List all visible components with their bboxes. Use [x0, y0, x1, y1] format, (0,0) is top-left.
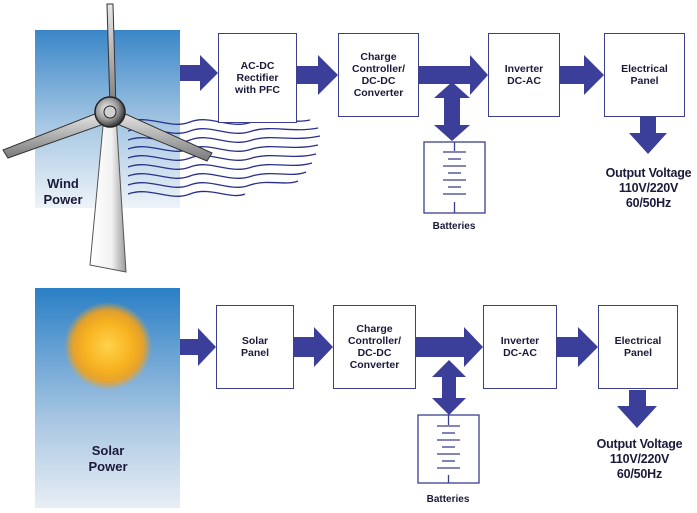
rectifier-box: AC-DC Rectifier with PFC: [218, 33, 297, 123]
output-voltage-label-wind: Output Voltage 110V/220V 60/50Hz: [605, 166, 692, 210]
electrical-panel-box-solar: Electrical Panel: [598, 305, 678, 389]
arrow-panel-to-charge: [294, 327, 333, 367]
arrow-battery-bidirectional: [434, 82, 470, 141]
arrow-panel-to-output: [629, 117, 667, 154]
arrow-battery-bidirectional-solar: [432, 360, 466, 415]
arrow-solar-to-panel: [180, 328, 216, 366]
inverter-box-wind: Inverter DC-AC: [488, 33, 560, 117]
solar-row-arrows: [180, 327, 657, 428]
inverter-box-solar: Inverter DC-AC: [483, 305, 557, 389]
arrow-inverter-to-panel-solar: [557, 327, 598, 367]
output-voltage-label-solar: Output Voltage 110V/220V 60/50Hz: [596, 437, 683, 481]
battery-icon-solar: [417, 414, 480, 484]
arrow-inverter-to-panel: [560, 55, 604, 95]
arrow-charge-to-inverter-solar: [416, 327, 483, 367]
solar-power-label: Solar Power: [88, 443, 128, 474]
arrow-wind-to-rectifier: [180, 55, 218, 91]
wind-row-arrows: [180, 55, 667, 154]
charge-controller-box-solar: Charge Controller/ DC-DC Converter: [333, 305, 416, 389]
wind-power-label: Wind Power: [43, 176, 83, 207]
arrow-rectifier-to-charge: [297, 55, 338, 95]
sun-icon: [64, 302, 152, 390]
electrical-panel-box-wind: Electrical Panel: [604, 33, 685, 117]
arrow-charge-to-inverter: [419, 55, 488, 95]
batteries-label-wind: Batteries: [432, 221, 476, 232]
batteries-label-solar: Batteries: [426, 494, 470, 505]
arrow-panel-to-output-solar: [617, 390, 657, 428]
battery-icon-wind: [423, 141, 486, 214]
wind-turbine-icon: [2, 3, 213, 273]
charge-controller-box-wind: Charge Controller/ DC-DC Converter: [338, 33, 419, 117]
solar-panel-box: Solar Panel: [216, 305, 294, 389]
